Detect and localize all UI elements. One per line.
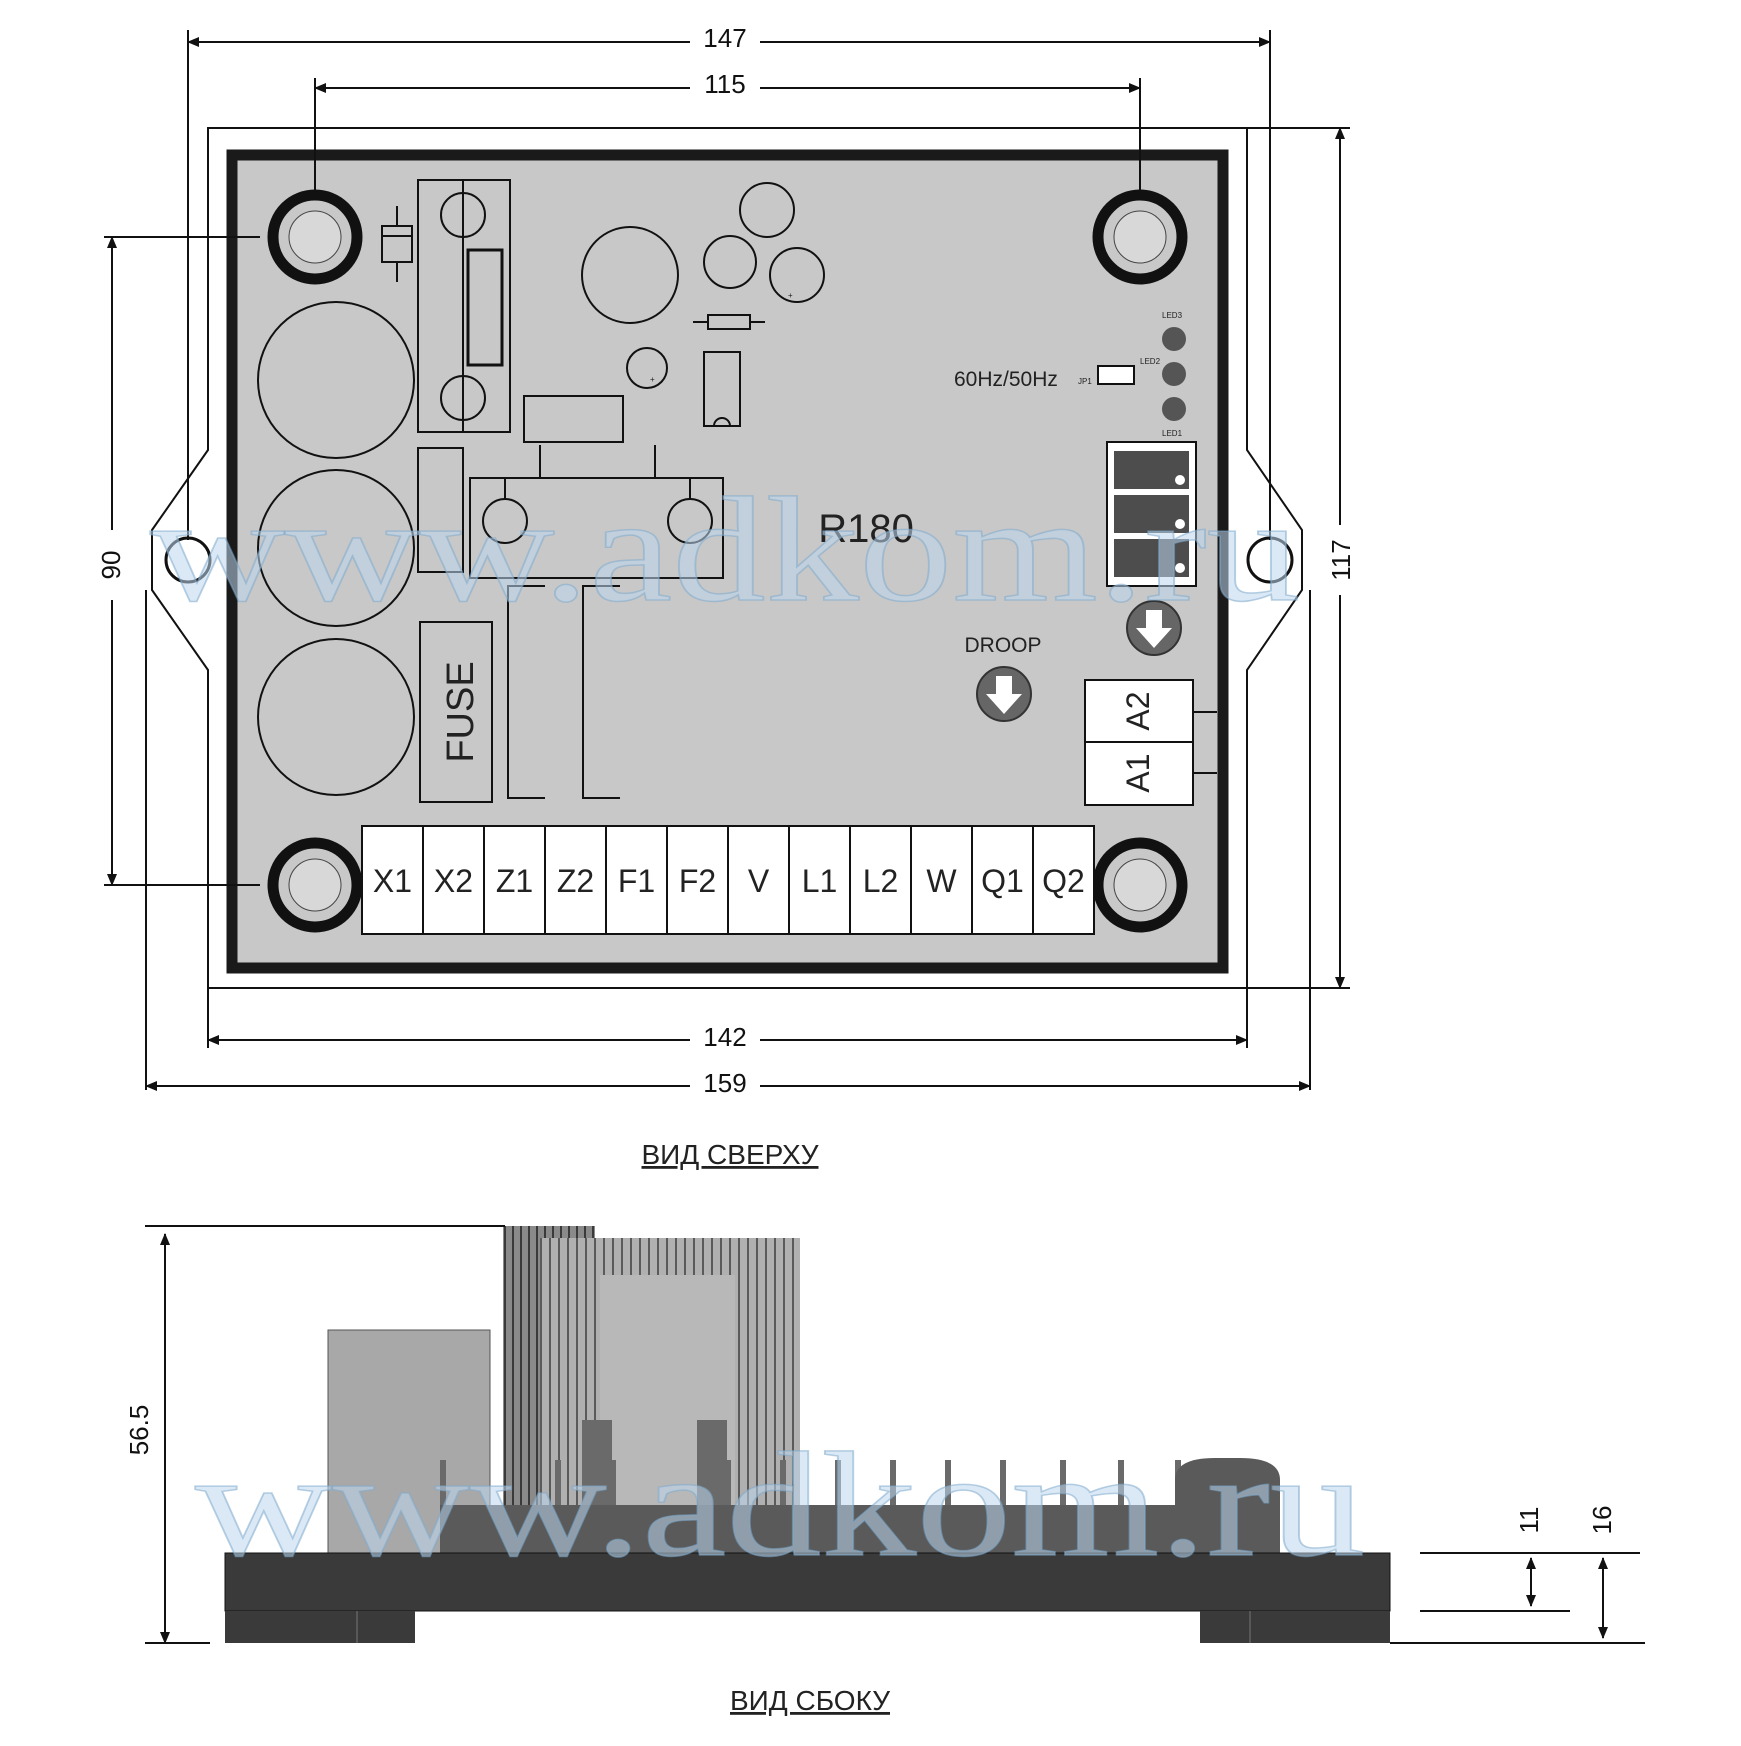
svg-text:+: +	[650, 375, 655, 384]
dim-90: 90	[96, 551, 126, 580]
terminal-cell	[666, 825, 729, 935]
terminal-cell	[788, 825, 851, 935]
terminal-a2: A2	[1120, 691, 1156, 730]
terminal-pin	[1000, 1460, 1006, 1505]
relay	[523, 395, 624, 443]
fuse-label: FUSE	[440, 661, 482, 762]
terminal-label: X2	[434, 863, 473, 899]
jumper-label: JP1	[1078, 377, 1092, 386]
caption-top-view: ВИД СВЕРХУ	[642, 1139, 819, 1170]
led-3	[1162, 327, 1186, 351]
terminal-pin	[945, 1460, 951, 1505]
terminal-cell	[971, 825, 1034, 935]
terminal-pin	[835, 1460, 841, 1505]
terminal-label: F1	[618, 863, 655, 899]
terminal-cell	[483, 825, 546, 935]
terminal-label: Q1	[981, 863, 1024, 899]
terminal-pin	[555, 1460, 561, 1505]
droop-arrow-icon	[976, 666, 1032, 722]
dim-117: 117	[1326, 539, 1356, 580]
heatsink-bracket	[507, 585, 620, 799]
dimension-lines-side	[145, 1225, 1645, 1644]
terminal-label: Q2	[1042, 863, 1085, 899]
terminal-label: Z2	[557, 863, 594, 899]
side-base-board	[224, 1552, 1391, 1612]
terminal-label: F2	[679, 863, 716, 899]
power-transistor	[417, 445, 724, 579]
terminal-pin	[890, 1460, 896, 1505]
dim-11: 11	[1514, 1507, 1544, 1534]
standoffs	[267, 189, 1188, 933]
terminal-cell	[1032, 825, 1095, 935]
terminal-label: X1	[373, 863, 412, 899]
terminal-pin	[440, 1460, 446, 1505]
model-label: R180	[818, 507, 914, 551]
led-1-label: LED1	[1162, 429, 1183, 438]
frequency-label: 60Hz/50Hz	[954, 368, 1058, 391]
droop-label: DROOP	[964, 634, 1041, 657]
top-view: + + FUSE R180	[96, 23, 1356, 1170]
dim-159: 159	[703, 1068, 746, 1098]
terminal-label: L2	[863, 863, 899, 899]
large-capacitors	[257, 301, 415, 796]
side-view: 56.5 11 16 www.adkom.ru ВИД СБОКУ	[124, 1225, 1645, 1716]
watermark-top: www.adkom.ru	[150, 467, 1300, 633]
regulator-block	[417, 179, 511, 433]
dim-16: 16	[1587, 1506, 1617, 1535]
side-round-capacitor	[1175, 1458, 1280, 1553]
trim-arrow-icon	[1126, 600, 1182, 656]
dim-147: 147	[703, 23, 746, 53]
fuse	[419, 621, 493, 803]
terminal-label: Z1	[496, 863, 533, 899]
led-3-label: LED3	[1162, 311, 1183, 320]
terminal-a1: A1	[1120, 753, 1156, 792]
jumper	[1097, 365, 1135, 385]
dim-115: 115	[704, 69, 745, 99]
led-2-label: LED2	[1140, 357, 1161, 366]
terminal-pin	[725, 1460, 731, 1505]
side-foot-right	[1200, 1611, 1390, 1643]
terminal-pin	[610, 1460, 616, 1505]
caption-side-view: ВИД СБОКУ	[730, 1685, 890, 1716]
terminal-pin	[1060, 1460, 1066, 1505]
terminal-label: W	[926, 863, 957, 899]
led-1	[1162, 397, 1186, 421]
terminal-label: L1	[802, 863, 838, 899]
terminal-label: V	[748, 863, 770, 899]
led-2	[1162, 362, 1186, 386]
ic-chip	[703, 351, 741, 427]
round-components	[581, 182, 825, 389]
terminal-pin	[1118, 1460, 1124, 1505]
side-foot-left	[225, 1611, 415, 1643]
terminal-cell	[910, 825, 973, 935]
terminal-strip: X1 X2 Z1 Z2 F1 F2 V L1 L2 W Q1 Q2	[361, 825, 1095, 935]
terminal-pin	[780, 1460, 786, 1505]
svg-text:+: +	[788, 291, 793, 300]
dim-142: 142	[703, 1022, 746, 1052]
terminal-cell	[422, 825, 485, 935]
led-group: LED3 LED2 LED1	[1140, 311, 1186, 438]
watermark-bottom: www.adkom.ru	[195, 1422, 1365, 1588]
dim-56-5: 56.5	[124, 1405, 154, 1456]
terminal-block-a: A2 A1	[1084, 679, 1217, 806]
dimension-lines-top	[104, 30, 1350, 1091]
terminal-cell	[361, 825, 424, 935]
